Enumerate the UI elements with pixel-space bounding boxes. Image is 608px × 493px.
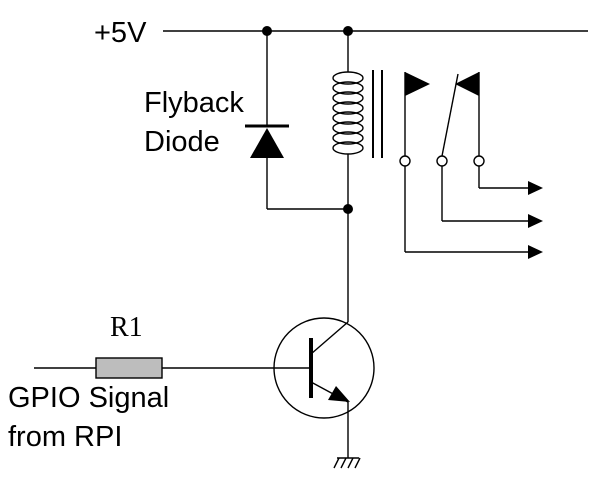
gpio-label-line2: from RPI bbox=[8, 421, 122, 453]
npn-transistor bbox=[273, 317, 375, 458]
resistor bbox=[34, 357, 274, 379]
diode-label-line1: Flyback bbox=[144, 87, 244, 119]
diode-label-line2: Diode bbox=[144, 126, 220, 158]
ground-symbol bbox=[333, 457, 361, 469]
flyback-diode bbox=[245, 31, 348, 210]
gpio-label-line1: GPIO Signal bbox=[8, 382, 169, 414]
supply-label: +5V bbox=[94, 17, 147, 49]
relay-contacts bbox=[399, 72, 543, 259]
resistor-label: R1 bbox=[110, 312, 143, 343]
relay-coil bbox=[332, 31, 383, 209]
